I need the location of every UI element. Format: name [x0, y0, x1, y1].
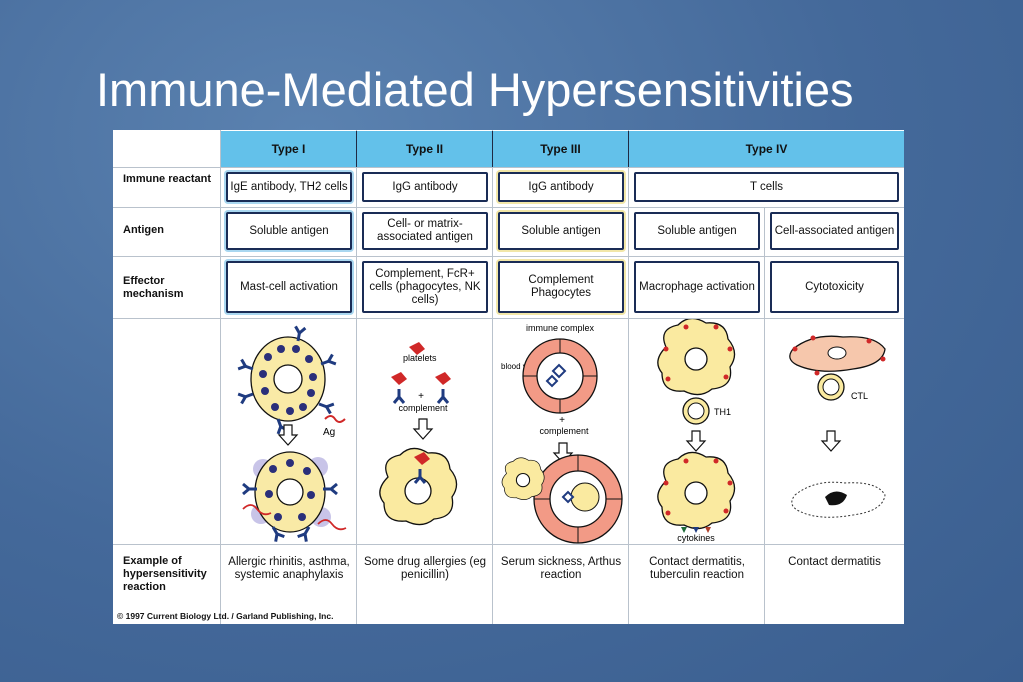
inflamed-vessel-icon — [501, 454, 623, 544]
mast-cell-icon — [236, 324, 346, 436]
phagocyte-icon — [379, 447, 458, 526]
ag-label: Ag — [323, 427, 335, 438]
plus-label-type-3: + — [559, 415, 565, 426]
antigen-type-2: Cell- or matrix-associated antigen — [362, 212, 488, 250]
row-label-immune-reactant: Immune reactant — [123, 173, 212, 185]
effector-type-1: Mast-cell activation — [226, 261, 352, 313]
activated-macrophage-icon — [657, 451, 736, 533]
grid-line — [113, 207, 904, 208]
plus-label: + — [418, 391, 424, 402]
grid-line — [113, 318, 904, 319]
th1-label: TH1 — [714, 407, 731, 417]
row-label-example: Example of hypersensitivity reaction — [123, 555, 207, 593]
grid-line — [628, 130, 629, 624]
complement-label-type-3: complement — [539, 426, 589, 436]
grid-line — [113, 256, 904, 257]
arrow-down-icon — [686, 430, 706, 452]
dead-cell-icon — [791, 481, 886, 518]
antigen-type-3: Soluble antigen — [498, 212, 624, 250]
reactant-type-1: IgE antibody, TH2 cells — [226, 172, 352, 202]
grid-line — [113, 544, 904, 545]
arrow-down-icon — [413, 418, 433, 440]
example-type-3: Serum sickness, Arthus reaction — [500, 556, 622, 581]
reactant-type-2: IgG antibody — [362, 172, 488, 202]
target-cell-icon — [789, 335, 886, 376]
copyright-notice: © 1997 Current Biology Ltd. / Garland Pu… — [117, 611, 334, 621]
grid-line — [356, 130, 357, 624]
blood-vessel-icon — [522, 338, 598, 414]
example-type-1: Allergic rhinitis, asthma, systemic anap… — [228, 556, 350, 581]
example-type-4a: Contact dermatitis, tuberculin reaction — [649, 556, 745, 581]
grid-line — [113, 167, 904, 168]
ctl-cell-icon — [817, 373, 845, 401]
header-type-2: Type II — [357, 131, 493, 167]
mechanism-illustrations: Ag platelets + complemen — [236, 319, 886, 544]
platelet-icon — [391, 342, 451, 405]
th1-cell-icon — [682, 397, 710, 425]
grid-line — [764, 207, 765, 624]
effector-type-4a: Macrophage activation — [634, 261, 760, 313]
hypersensitivity-table: Type I Type II Type III Type IV Immune r… — [113, 130, 904, 624]
cytokines-label: cytokines — [677, 533, 715, 543]
antigen-type-4b: Cell-associated antigen — [770, 212, 899, 250]
effector-type-3: Complement Phagocytes — [498, 261, 624, 313]
ctl-label: CTL — [851, 391, 868, 401]
effector-type-2: Complement, FcR+ cells (phagocytes, NK c… — [362, 261, 488, 313]
example-type-4b: Contact dermatitis — [788, 556, 881, 568]
header-type-1: Type I — [221, 131, 357, 167]
header-type-3: Type III — [493, 131, 629, 167]
complement-label-type-2: complement — [398, 403, 448, 413]
macrophage-icon — [657, 319, 736, 396]
example-type-2: Some drug allergies (eg penicillin) — [363, 556, 487, 581]
reactant-type-3: IgG antibody — [498, 172, 624, 202]
grid-line — [492, 130, 493, 624]
antigen-type-1: Soluble antigen — [226, 212, 352, 250]
header-type-4: Type IV — [629, 131, 904, 167]
effector-type-4b: Cytotoxicity — [770, 261, 899, 313]
arrow-down-icon — [821, 430, 841, 452]
grid-line — [220, 130, 221, 624]
row-label-effector: Effector mechanism — [123, 275, 184, 300]
row-label-antigen: Antigen — [123, 224, 164, 236]
immune-complex-label: immune complex — [526, 323, 595, 333]
platelets-label: platelets — [403, 353, 437, 363]
reactant-type-4: T cells — [634, 172, 899, 202]
degranulating-mast-cell-icon — [241, 451, 347, 544]
page-title: Immune-Mediated Hypersensitivities — [96, 63, 854, 116]
antigen-type-4a: Soluble antigen — [634, 212, 760, 250]
blood-vessel-label: blood vessel — [501, 362, 546, 371]
